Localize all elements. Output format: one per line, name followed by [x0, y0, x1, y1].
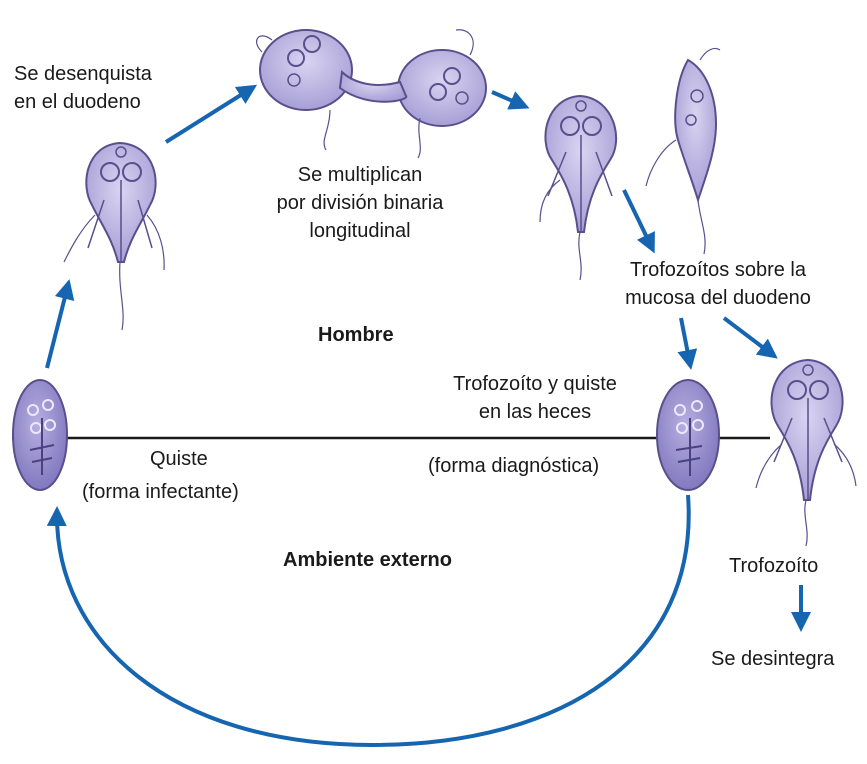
label-trophozoite: Trofozoíto — [729, 552, 818, 580]
label-excystation-line-2: en el duodeno — [14, 88, 152, 116]
return-arc-arrow — [57, 495, 689, 745]
label-stool-stages: Trofozoíto y quiste en las heces — [425, 370, 645, 426]
label-diagnostic-form: (forma diagnóstica) — [428, 452, 599, 480]
label-external-environment: Ambiente externo — [283, 546, 452, 574]
infective-cyst-icon — [13, 380, 67, 490]
label-trophozoites-mucosa: Trofozoítos sobre la mucosa del duodeno — [588, 256, 848, 312]
arrow-excyst-to-division — [166, 88, 252, 142]
trophozoite-icon — [756, 360, 856, 546]
trophozoites-on-mucosa-icon — [540, 48, 720, 280]
label-excystation: Se desenquista en el duodeno — [14, 60, 152, 116]
arrow-cyst-to-excyst — [47, 285, 68, 368]
label-trophozoites-mucosa-line-1: Trofozoítos sobre la — [588, 256, 848, 284]
label-cyst: Quiste — [150, 445, 208, 473]
binary-fission-icon — [257, 30, 486, 158]
diagnostic-cyst-icon — [657, 380, 719, 490]
label-stool-stages-line-2: en las heces — [425, 398, 645, 426]
label-binary-division: Se multiplican por división binaria long… — [255, 161, 465, 245]
excysting-trophozoite-icon — [64, 143, 164, 330]
label-excystation-line-1: Se desenquista — [14, 60, 152, 88]
arrow-mucosa-to-stool — [681, 318, 690, 364]
label-binary-division-line-2: por división binaria — [255, 189, 465, 217]
label-binary-division-line-1: Se multiplican — [255, 161, 465, 189]
label-binary-division-line-3: longitudinal — [255, 217, 465, 245]
arrow-mucosa-to-trophozoite — [724, 318, 773, 355]
label-host-human: Hombre — [318, 321, 394, 349]
arrow-to-mucosa-label — [624, 190, 652, 248]
label-trophozoites-mucosa-line-2: mucosa del duodeno — [588, 284, 848, 312]
label-disintegrates: Se desintegra — [711, 645, 834, 673]
arrow-division-to-trophozoites — [492, 92, 524, 106]
label-stool-stages-line-1: Trofozoíto y quiste — [425, 370, 645, 398]
label-infective-form: (forma infectante) — [82, 478, 239, 506]
